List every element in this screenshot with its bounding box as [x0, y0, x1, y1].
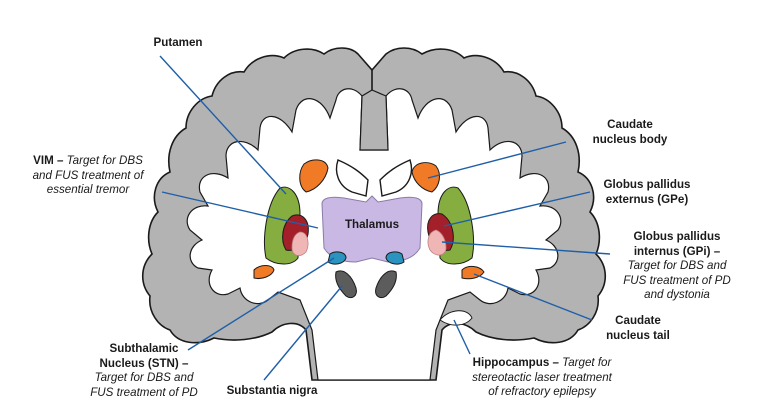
thalamus — [321, 195, 423, 263]
leader-caudate-body — [427, 141, 567, 179]
label-gpi: Globus pallidus internus (GPi) – Target … — [623, 230, 731, 301]
cingulate-cortex — [359, 89, 389, 151]
leader-putamen — [159, 55, 287, 195]
label-hippocampus: Hippocampus – Target for stereotactic la… — [472, 356, 612, 398]
label-vim: VIM – Target for DBS and FUS treatment o… — [32, 154, 144, 196]
leader-substantia-nigra — [263, 285, 343, 381]
gpi-left — [291, 231, 309, 256]
label-caudate-body: Caudate nucleus body — [592, 118, 668, 146]
hippocampus-right — [439, 310, 473, 326]
label-caudate-tail: Caudate nucleus tail — [606, 314, 670, 342]
caudate-tail-left — [253, 265, 275, 279]
leader-gpi — [441, 241, 611, 255]
leader-lines — [159, 55, 611, 381]
label-thalamus: Thalamus — [344, 218, 400, 231]
leader-gpe — [443, 191, 591, 227]
leader-vim — [161, 191, 319, 229]
ventricle-right — [379, 159, 413, 197]
caudate-body-left — [299, 159, 329, 193]
caudate-body-right — [411, 162, 440, 193]
leader-caudate-tail — [473, 273, 593, 321]
gpi-right — [427, 229, 447, 256]
substantia-nigra-left — [335, 270, 357, 299]
stn-right — [385, 251, 405, 265]
label-stn: Subthalamic Nucleus (STN) – Target for D… — [90, 342, 198, 399]
label-putamen: Putamen — [153, 36, 203, 49]
label-gpe: Globus pallidus externus (GPe) — [603, 178, 691, 206]
leader-stn — [187, 257, 335, 351]
label-substantia-nigra: Substantia nigra — [226, 384, 318, 397]
substantia-nigra-right — [375, 270, 397, 299]
leader-hippocampus — [453, 319, 471, 355]
ventricle-left — [335, 159, 369, 197]
stn-left — [327, 251, 347, 265]
